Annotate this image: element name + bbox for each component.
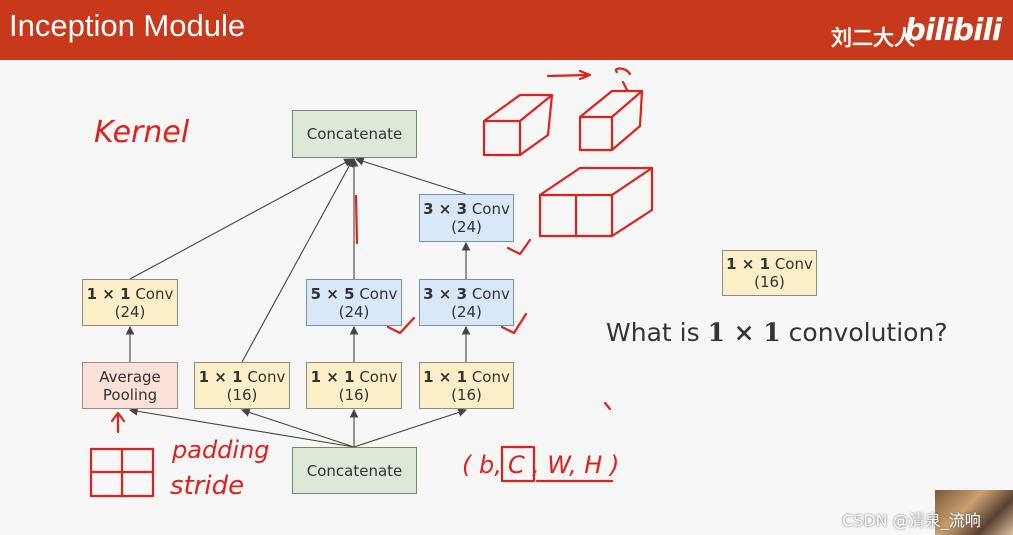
arrow-sketch bbox=[546, 69, 592, 81]
channel-label: (24) bbox=[338, 302, 370, 321]
branch4-3x3-conv-b: 3 × 3 Conv (24) bbox=[419, 194, 514, 242]
pool-line2: Pooling bbox=[102, 385, 158, 404]
branch1-1x1-conv: 1 × 1 Conv (24) bbox=[82, 279, 178, 326]
channel-label: (16) bbox=[754, 273, 785, 291]
op-text: 1 × 1 bbox=[726, 255, 771, 273]
check-mark-2 bbox=[386, 316, 416, 335]
top-concatenate-label: Concatenate bbox=[306, 125, 403, 143]
dims-rest-note: , W, H ) bbox=[532, 451, 619, 479]
conv-word: Conv bbox=[774, 255, 813, 273]
side-1x1-conv: 1 × 1 Conv (16) bbox=[722, 250, 817, 296]
csdn-watermark: CSDN @清泉_流响 bbox=[842, 511, 981, 530]
bilibili-logo: bilibili bbox=[904, 13, 1002, 48]
block-sketch bbox=[538, 166, 654, 238]
side-conv-text: 1 × 1 Conv bbox=[726, 255, 813, 273]
channel-circle-mark bbox=[500, 445, 536, 483]
check-mark-1 bbox=[506, 238, 532, 256]
branch4-1x1-text: 1 × 1 Conv bbox=[423, 368, 510, 386]
channel-label: (16) bbox=[338, 385, 370, 404]
conv-word: Conv bbox=[359, 284, 398, 303]
channel-label: (16) bbox=[226, 385, 258, 404]
branch4-1x1-conv: 1 × 1 Conv (16) bbox=[419, 362, 514, 409]
branch4-3x3a-text: 3 × 3 Conv bbox=[423, 285, 510, 303]
conv-word: Conv bbox=[359, 367, 398, 386]
vertical-mark bbox=[354, 194, 359, 245]
pool-line1: Average bbox=[99, 367, 161, 386]
branch1-conv-text: 1 × 1 Conv bbox=[87, 285, 174, 303]
top-concatenate-box: Concatenate bbox=[292, 110, 417, 158]
padding-note: padding bbox=[171, 436, 270, 464]
cursor-mark bbox=[603, 401, 612, 411]
conv-word: Conv bbox=[247, 367, 286, 386]
up-arrow-mark bbox=[110, 411, 126, 434]
webcam-thumbnail bbox=[935, 490, 1013, 535]
op-text: 1 × 1 bbox=[198, 367, 243, 386]
op-text: 1 × 1 bbox=[310, 367, 355, 386]
average-pooling-box: Average Pooling bbox=[82, 362, 178, 409]
channel-label: (24) bbox=[451, 218, 482, 236]
op-text: 3 × 3 bbox=[423, 284, 468, 303]
conv-word: Conv bbox=[471, 200, 510, 218]
branch2-1x1-conv: 1 × 1 Conv (16) bbox=[194, 362, 290, 409]
cube-sketch-1 bbox=[482, 93, 554, 157]
cube-sketch-2 bbox=[578, 89, 644, 152]
question-post: convolution? bbox=[780, 318, 948, 347]
bottom-concatenate-box: Concatenate bbox=[292, 447, 417, 494]
op-text: 1 × 1 bbox=[86, 284, 131, 303]
branch4-3x3-conv-a: 3 × 3 Conv (24) bbox=[419, 279, 514, 326]
hand-annotations: Kernel padding stride ( b, C , W, H ) bbox=[89, 67, 654, 501]
question-text: What is 1 × 1 convolution? bbox=[606, 318, 948, 347]
channel-label: (16) bbox=[451, 385, 482, 404]
author-label: 刘二大人 bbox=[831, 26, 915, 50]
page-title: Inception Module bbox=[9, 8, 246, 43]
channel-label: (24) bbox=[114, 302, 146, 321]
op-text: 5 × 5 bbox=[310, 284, 355, 303]
question-pre: What is bbox=[606, 318, 708, 347]
kernel-note: Kernel bbox=[94, 115, 190, 150]
dims-open-note: ( b, bbox=[462, 451, 502, 479]
bottom-concatenate-label: Concatenate bbox=[306, 461, 403, 480]
dims-channel-note: C bbox=[508, 451, 525, 479]
branch3-5x5-text: 5 × 5 Conv bbox=[311, 285, 398, 303]
branch4-3x3b-text: 3 × 3 Conv bbox=[423, 200, 510, 218]
branch3-5x5-conv: 5 × 5 Conv (24) bbox=[306, 279, 402, 326]
conv-word: Conv bbox=[471, 284, 510, 303]
conv-word: Conv bbox=[135, 284, 174, 303]
channel-label: (24) bbox=[451, 302, 482, 321]
branch2-conv-text: 1 × 1 Conv bbox=[199, 368, 286, 386]
branch3-1x1-text: 1 × 1 Conv bbox=[311, 368, 398, 386]
c-sketch bbox=[614, 67, 632, 92]
check-mark-3 bbox=[500, 312, 528, 335]
title-bar: Inception Module 刘二大人 bilibili bbox=[0, 0, 1013, 60]
op-text: 1 × 1 bbox=[423, 367, 468, 386]
branch3-1x1-conv: 1 × 1 Conv (16) bbox=[306, 362, 402, 409]
connection-arrows bbox=[125, 157, 471, 448]
stride-note: stride bbox=[170, 471, 244, 501]
op-text: 3 × 3 bbox=[423, 200, 468, 218]
conv-word: Conv bbox=[471, 367, 510, 386]
question-op: 1 × 1 bbox=[707, 318, 781, 347]
